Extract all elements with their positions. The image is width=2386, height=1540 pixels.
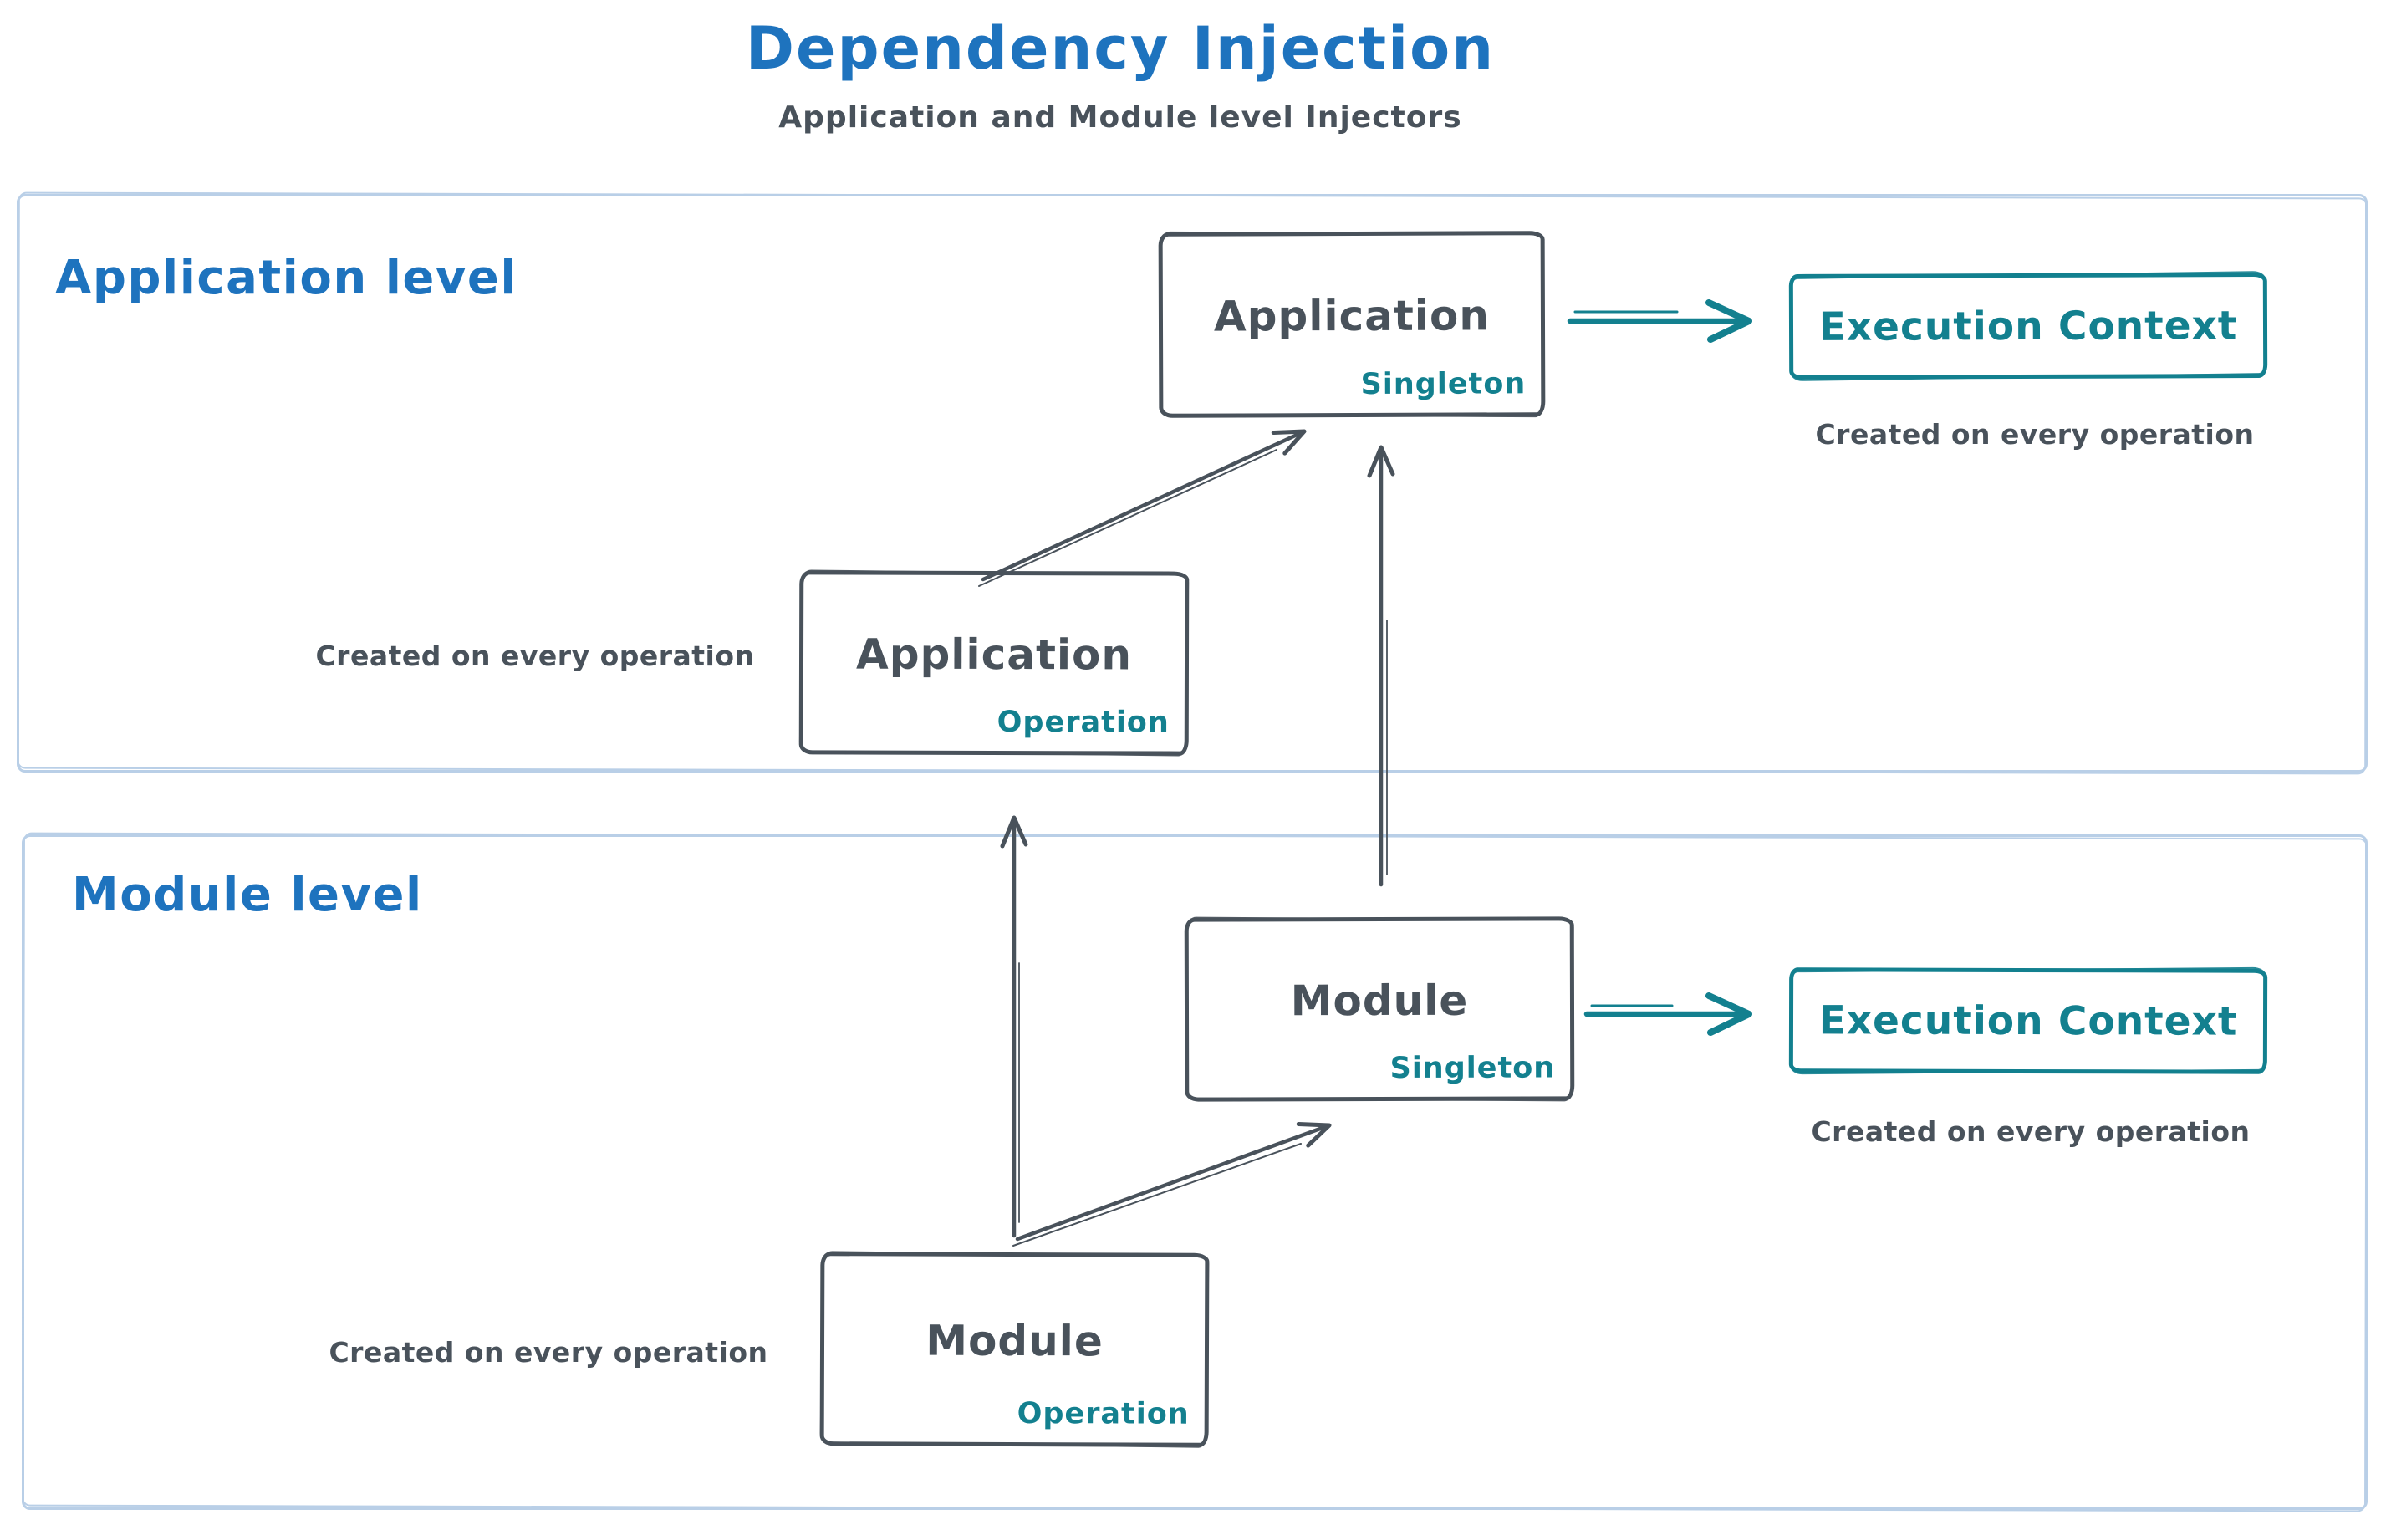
application-singleton-box: Application Singleton bbox=[1158, 231, 1546, 418]
module-level-label: Module level bbox=[72, 868, 423, 922]
note-application-operation: Created on every operation bbox=[315, 640, 755, 672]
application-level-label: Application level bbox=[55, 251, 518, 305]
application-level-frame bbox=[17, 194, 2368, 773]
execution-context-label-application: Execution Context bbox=[1818, 302, 2238, 350]
module-operation-title: Module bbox=[925, 1316, 1104, 1366]
page-subtitle: Application and Module level Injectors bbox=[778, 100, 1462, 135]
module-singleton-box: Module Singleton bbox=[1184, 916, 1575, 1102]
module-operation-box: Module Operation bbox=[819, 1252, 1210, 1447]
module-singleton-title: Module bbox=[1290, 976, 1469, 1026]
module-singleton-scope-badge: Singleton bbox=[1389, 1051, 1556, 1085]
page-title: Dependency Injection bbox=[745, 14, 1496, 83]
note-module-operation: Created on every operation bbox=[329, 1336, 768, 1369]
application-operation-box: Application Operation bbox=[798, 570, 1190, 756]
module-operation-scope-badge: Operation bbox=[1017, 1397, 1190, 1431]
note-execution-context-module: Created on every operation bbox=[1811, 1115, 2251, 1148]
application-singleton-title: Application bbox=[1213, 291, 1491, 341]
application-operation-scope-badge: Operation bbox=[997, 706, 1170, 740]
execution-context-box-application: Execution Context bbox=[1788, 273, 2268, 380]
application-operation-title: Application bbox=[855, 630, 1133, 680]
module-level-frame bbox=[22, 834, 2368, 1510]
application-singleton-scope-badge: Singleton bbox=[1360, 367, 1527, 401]
note-execution-context-application: Created on every operation bbox=[1815, 418, 2255, 451]
diagram-heading: Dependency Injection Application and Mod… bbox=[0, 8, 2241, 135]
execution-context-label-module: Execution Context bbox=[1818, 997, 2238, 1045]
execution-context-box-module: Execution Context bbox=[1788, 967, 2268, 1074]
